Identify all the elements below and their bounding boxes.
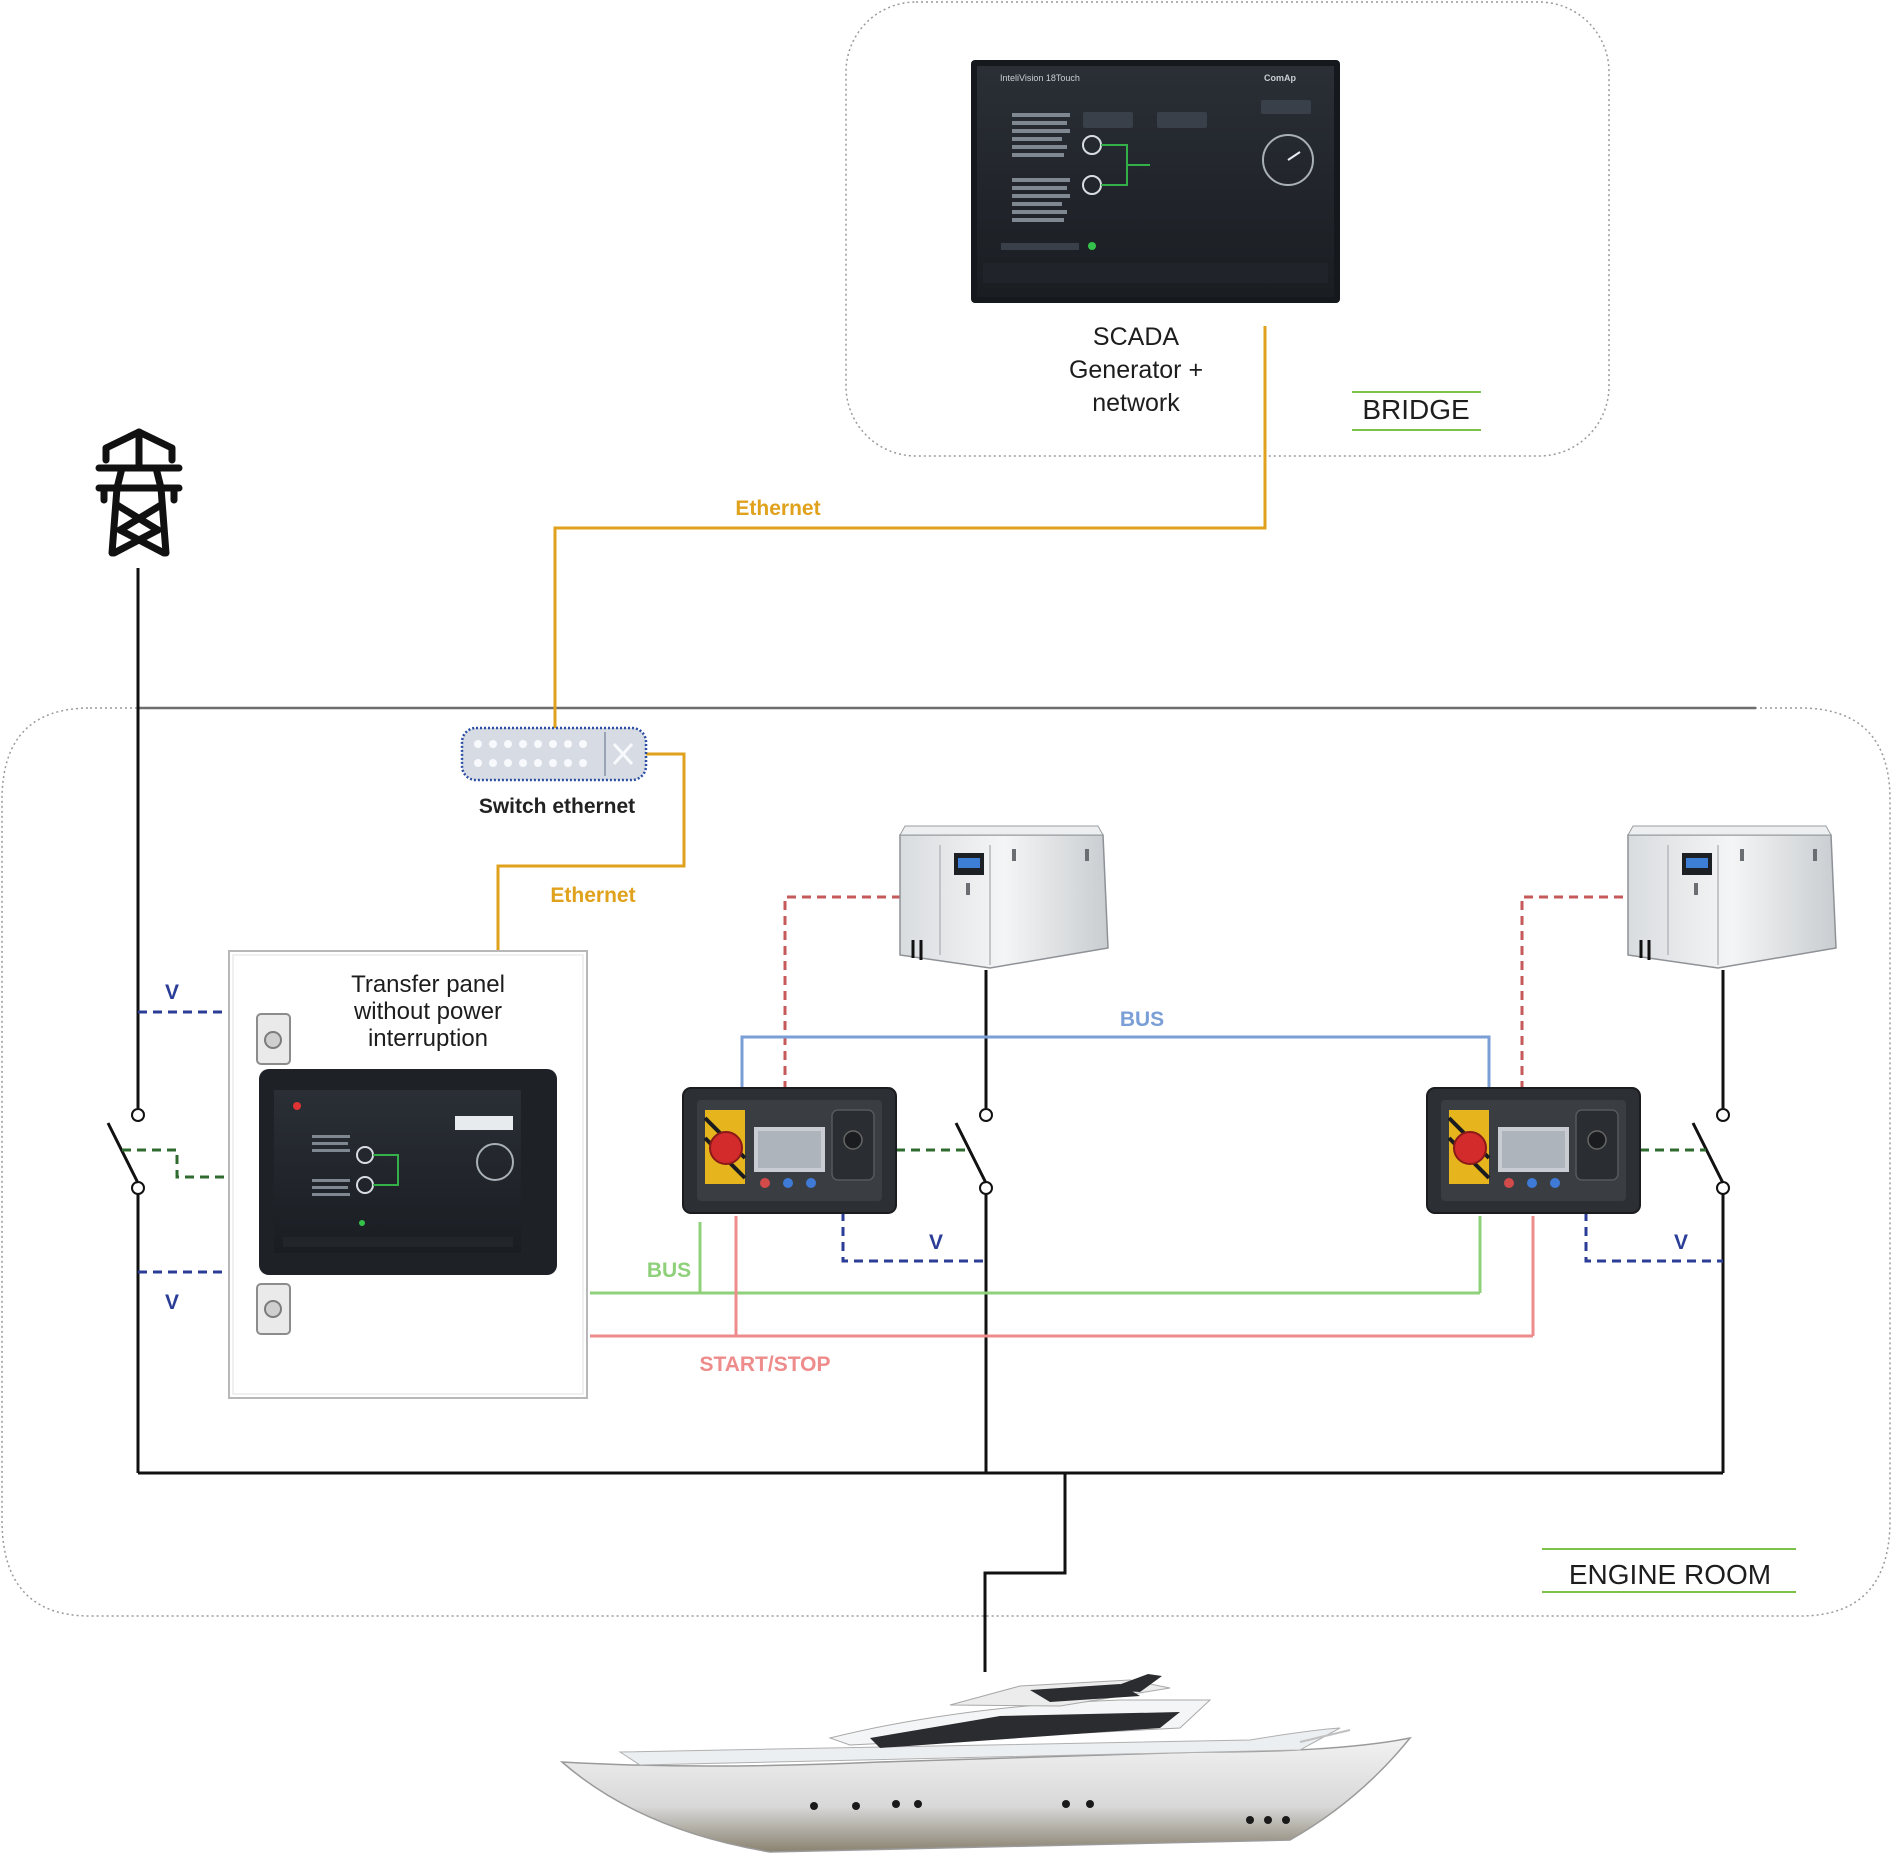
scada-label-line3: network [1092, 389, 1180, 417]
breaker-switch-gen1 [954, 1108, 993, 1195]
yacht-icon [559, 1674, 1412, 1853]
ethernet-link-bottom [496, 752, 686, 950]
panel-touchscreen [259, 1069, 557, 1275]
bus-link-top [740, 1035, 1491, 1090]
scada-label-line1: SCADA [1093, 323, 1179, 351]
breaker-control-dashed [122, 1148, 1706, 1179]
scada-screen-brand: InteliVision 18Touch [1000, 73, 1080, 83]
engine-room-zone [1, 706, 1891, 1617]
scada-screen-vendor: ComAp [1264, 73, 1296, 83]
scada-screen: InteliVision 18Touch ComAp [971, 60, 1340, 303]
power-lines [136, 568, 1725, 1672]
voltage-label-1: V [165, 981, 179, 1004]
bridge-zone [845, 1, 1610, 457]
scada-label-line2: Generator + [1069, 356, 1203, 384]
transfer-panel-label-line2: without power [353, 998, 502, 1025]
voltage-label-2: V [165, 1291, 179, 1314]
start-stop-link [590, 1216, 1535, 1338]
start-stop-label: START/STOP [699, 1353, 830, 1376]
transmission-tower-icon [95, 428, 183, 557]
panel-latch-top [256, 1013, 291, 1065]
voltage-label-4: V [1674, 1231, 1688, 1254]
ethernet-label-top: Ethernet [735, 497, 820, 520]
ethernet-link-top [553, 326, 1267, 730]
controller-icon [682, 1087, 897, 1214]
breaker-switch-grid [106, 1108, 145, 1195]
ethernet-switch-icon [460, 726, 648, 782]
breaker-switch-gen2 [1691, 1108, 1730, 1195]
voltage-sense-lines [138, 1010, 1723, 1274]
generator-control-dashed [783, 895, 1625, 1090]
transfer-panel-label-line1: Transfer panel [351, 971, 505, 998]
voltage-label-3: V [929, 1231, 943, 1254]
transfer-panel [228, 950, 588, 1399]
bus-link-bottom [590, 1216, 1482, 1295]
generator-icon [1627, 825, 1837, 969]
bus-label-top: BUS [1120, 1008, 1164, 1031]
switch-label: Switch ethernet [479, 795, 635, 818]
bridge-label: BRIDGE [1362, 394, 1469, 425]
transfer-panel-label-line3: interruption [368, 1025, 488, 1052]
generator-icon [899, 825, 1109, 969]
ethernet-label-bottom: Ethernet [550, 884, 635, 907]
bus-label-bottom: BUS [647, 1259, 691, 1282]
panel-latch-bottom [256, 1283, 291, 1335]
controller-icon [1426, 1087, 1641, 1214]
engine-room-label: ENGINE ROOM [1569, 1559, 1771, 1590]
